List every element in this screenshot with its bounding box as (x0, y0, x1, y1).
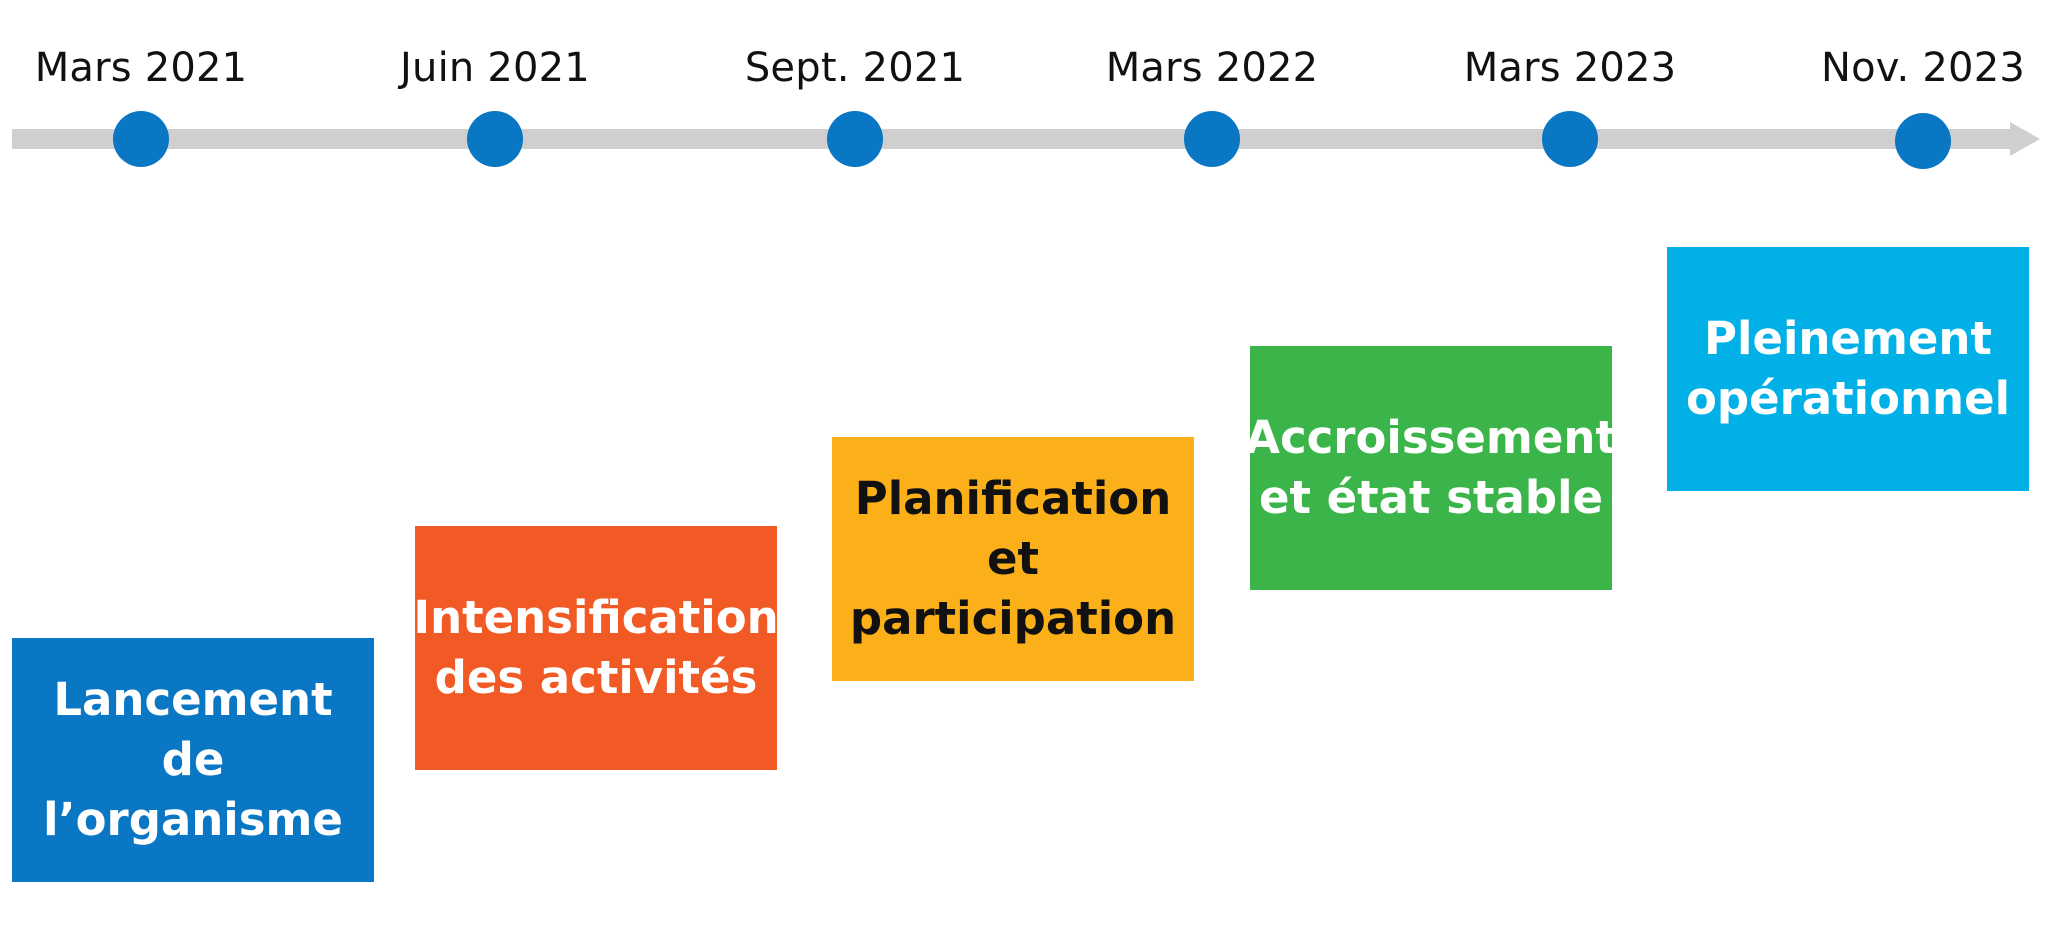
phase-launch: Lancement de l’organisme (12, 638, 374, 882)
milestone-date-1: Mars 2021 (34, 45, 248, 91)
milestone-dot-5 (1542, 111, 1598, 167)
milestone-dot-6 (1895, 113, 1951, 169)
phase-operational: Pleinement opérationnel (1667, 247, 2029, 491)
milestone-date-4: Mars 2022 (1105, 45, 1319, 91)
milestone-dot-2 (467, 111, 523, 167)
timeline-arrow-head (2010, 122, 2040, 156)
phase-intensification: Intensification des activités (413, 526, 779, 770)
milestone-dot-4 (1184, 111, 1240, 167)
phase-planning: Planification et participation (832, 437, 1194, 681)
milestone-dot-3 (827, 111, 883, 167)
milestone-date-2: Juin 2021 (400, 45, 590, 91)
timeline-axis (12, 129, 2010, 149)
milestone-dot-1 (113, 111, 169, 167)
phase-growth: Accroissement et état stable (1245, 346, 1617, 590)
milestone-date-5: Mars 2023 (1463, 45, 1677, 91)
milestone-date-3: Sept. 2021 (744, 45, 966, 91)
milestone-date-6: Nov. 2023 (1821, 45, 2025, 91)
